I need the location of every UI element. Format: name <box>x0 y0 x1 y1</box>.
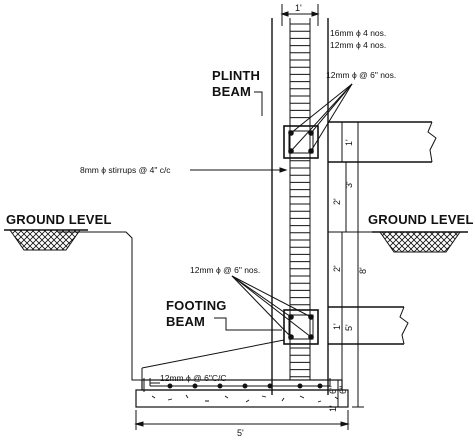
dim-8-label: 8' <box>358 267 368 274</box>
footing-width-dimension <box>134 410 350 430</box>
dim-2a-label: 2' <box>332 198 342 205</box>
stirrup-note-leader <box>190 167 288 173</box>
dim-1c-label: 1' <box>328 405 338 412</box>
plinth-bars-note: 12mm ϕ @ 6" nos. <box>326 70 396 80</box>
column-width-dim-label: 1' <box>295 3 302 13</box>
footing-beam-label-line1: FOOTING <box>166 298 227 313</box>
main-bars-12mm-note: 12mm ϕ 4 nos. <box>330 40 386 50</box>
dim-1b-label: 1' <box>332 323 342 330</box>
footing-slab <box>135 378 349 408</box>
footing-beam-bars-note: 12mm ϕ @ 6" nos. <box>190 265 260 275</box>
column-stirrups-note: 8mm ϕ stirrups @ 4" c/c <box>80 165 171 175</box>
footing-slope <box>141 339 285 380</box>
footing-beam-label-line2: BEAM <box>166 314 205 329</box>
vertical-dimensions <box>332 121 364 408</box>
plinth-label-leader <box>254 91 263 116</box>
dim-1a-label: 1' <box>344 139 354 146</box>
main-bars-16mm-note: 16mm ϕ 4 nos. <box>330 28 386 38</box>
footing-mesh-leader <box>143 378 160 392</box>
footing-label-leader <box>214 317 282 331</box>
ground-level-left-label: GROUND LEVEL <box>6 212 112 227</box>
plinth-beam-label-line1: PLINTH <box>212 68 260 83</box>
column-width-dimension <box>280 4 320 26</box>
column-stirrups <box>290 23 310 378</box>
dim-6in-label: 6" <box>328 386 338 394</box>
dim-6in-b-label: 6" <box>338 386 348 394</box>
ground-hatch-left <box>4 229 88 251</box>
ground-hatch-right <box>372 231 468 253</box>
footing-width-dim-label: 5' <box>237 428 244 438</box>
dim-5-label: 5' <box>344 324 354 331</box>
plinth-beam <box>283 121 437 163</box>
dim-2b-label: 2' <box>332 265 342 272</box>
column <box>271 18 329 395</box>
ground-level-right-label: GROUND LEVEL <box>368 212 474 227</box>
plinth-beam-label-line2: BEAM <box>212 84 251 99</box>
footing-mesh-note: 12mm ϕ @ 6"C/C <box>160 373 226 383</box>
dim-3-label: 3' <box>344 181 354 188</box>
leader-lines-footing <box>231 275 312 338</box>
leader-lines-plinth <box>290 83 353 152</box>
